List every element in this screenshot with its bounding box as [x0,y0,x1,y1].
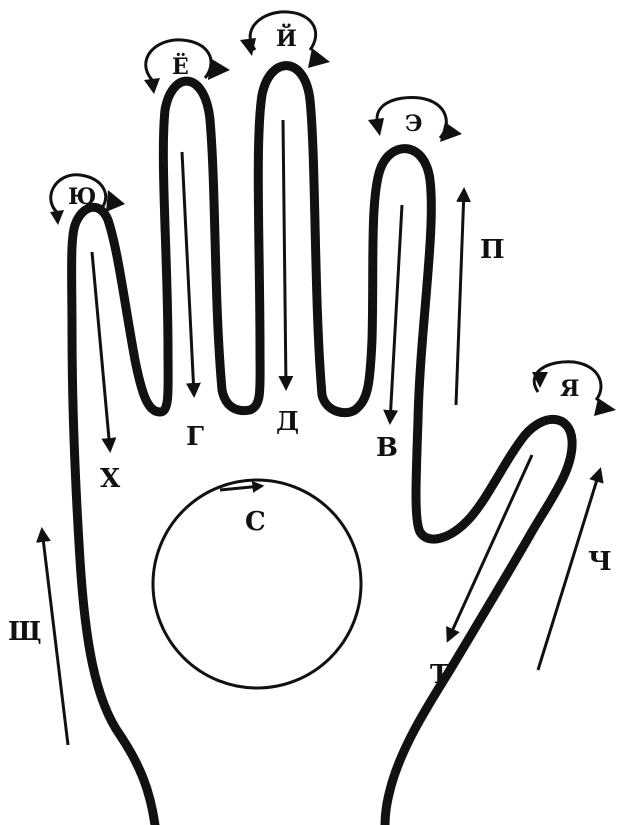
arrow-shch [42,530,68,745]
loop-yo: Ё [144,40,230,94]
arrow-v [390,205,402,422]
label-yo: Ё [172,52,189,80]
label-yi: Й [276,23,297,52]
arrow-p [456,190,464,405]
loop-yi: Й [240,12,330,68]
label-v: В [376,433,398,463]
label-ch: Ч [588,547,612,577]
loop-e: Э [368,97,462,142]
label-yu: Ю [68,184,96,210]
label-ya: Я [560,376,579,402]
loop-yu-arrow-icon [106,190,125,212]
loop-ya: Я [532,362,616,416]
label-p: П [480,235,505,265]
arrow-g [182,152,194,395]
label-shch: Щ [8,617,42,647]
label-zh: Х [100,464,121,494]
label-t: Т [430,660,450,690]
hand-outline [72,66,573,825]
loop-yo-arrow-icon [208,58,230,80]
label-g: Г [186,422,204,452]
label-e: Э [405,111,423,137]
label-s: С [245,507,266,537]
loop-yu: Ю [50,175,125,225]
palm-circle-arrow-icon [220,486,262,490]
label-d: Д [276,407,299,437]
loop-yi-arrow-icon [308,48,330,68]
loop-e-arrow-icon [440,122,462,142]
arrow-zh [92,252,110,450]
arrow-d [283,120,286,388]
